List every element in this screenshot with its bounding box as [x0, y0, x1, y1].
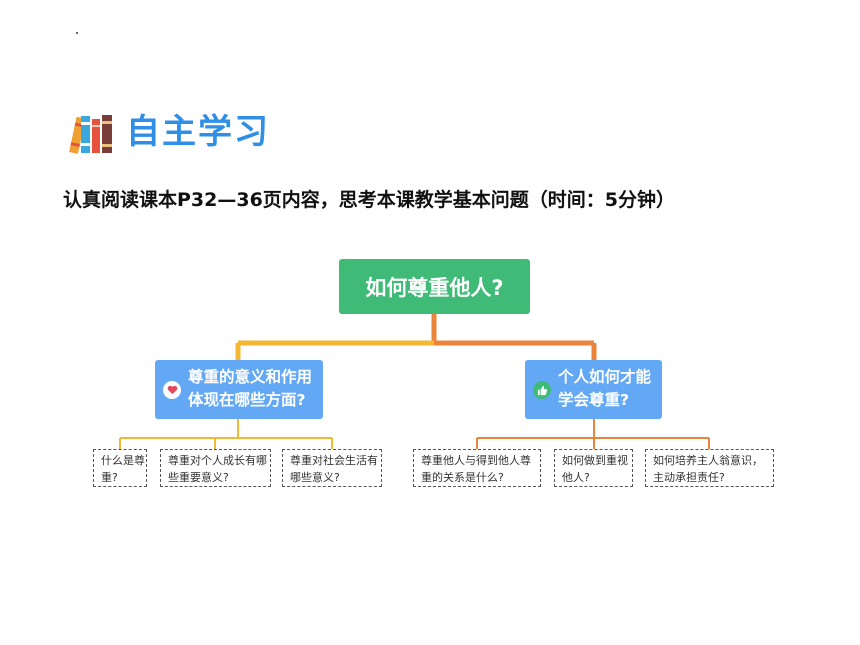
leaf-node: 什么是尊重? [93, 449, 147, 487]
heart-icon [163, 381, 181, 399]
branch-node-learn: 个人如何才能学会尊重? [525, 360, 662, 419]
leaf-node: 如何做到重视他人? [554, 449, 633, 487]
page-dot [76, 32, 78, 34]
leaf-node: 尊重对个人成长有哪些重要意义? [160, 449, 271, 487]
mindmap-root-node: 如何尊重他人? [339, 259, 530, 314]
leaf-node: 尊重他人与得到他人尊重的关系是什么? [413, 449, 541, 487]
books-icon [69, 115, 112, 154]
branch-node-meaning: 尊重的意义和作用体现在哪些方面? [155, 360, 323, 419]
leaf-node: 如何培养主人翁意识，主动承担责任? [645, 449, 774, 487]
thumbs-up-icon [533, 381, 551, 399]
leaf-node: 尊重对社会生活有哪些意义? [282, 449, 382, 487]
branch-label: 个人如何才能学会尊重? [558, 368, 652, 409]
instruction-text: 认真阅读课本P32—36页内容，思考本课教学基本问题（时间：5分钟） [63, 189, 676, 211]
section-title: 自主学习 [126, 112, 270, 152]
branch-label: 尊重的意义和作用体现在哪些方面? [188, 368, 313, 409]
